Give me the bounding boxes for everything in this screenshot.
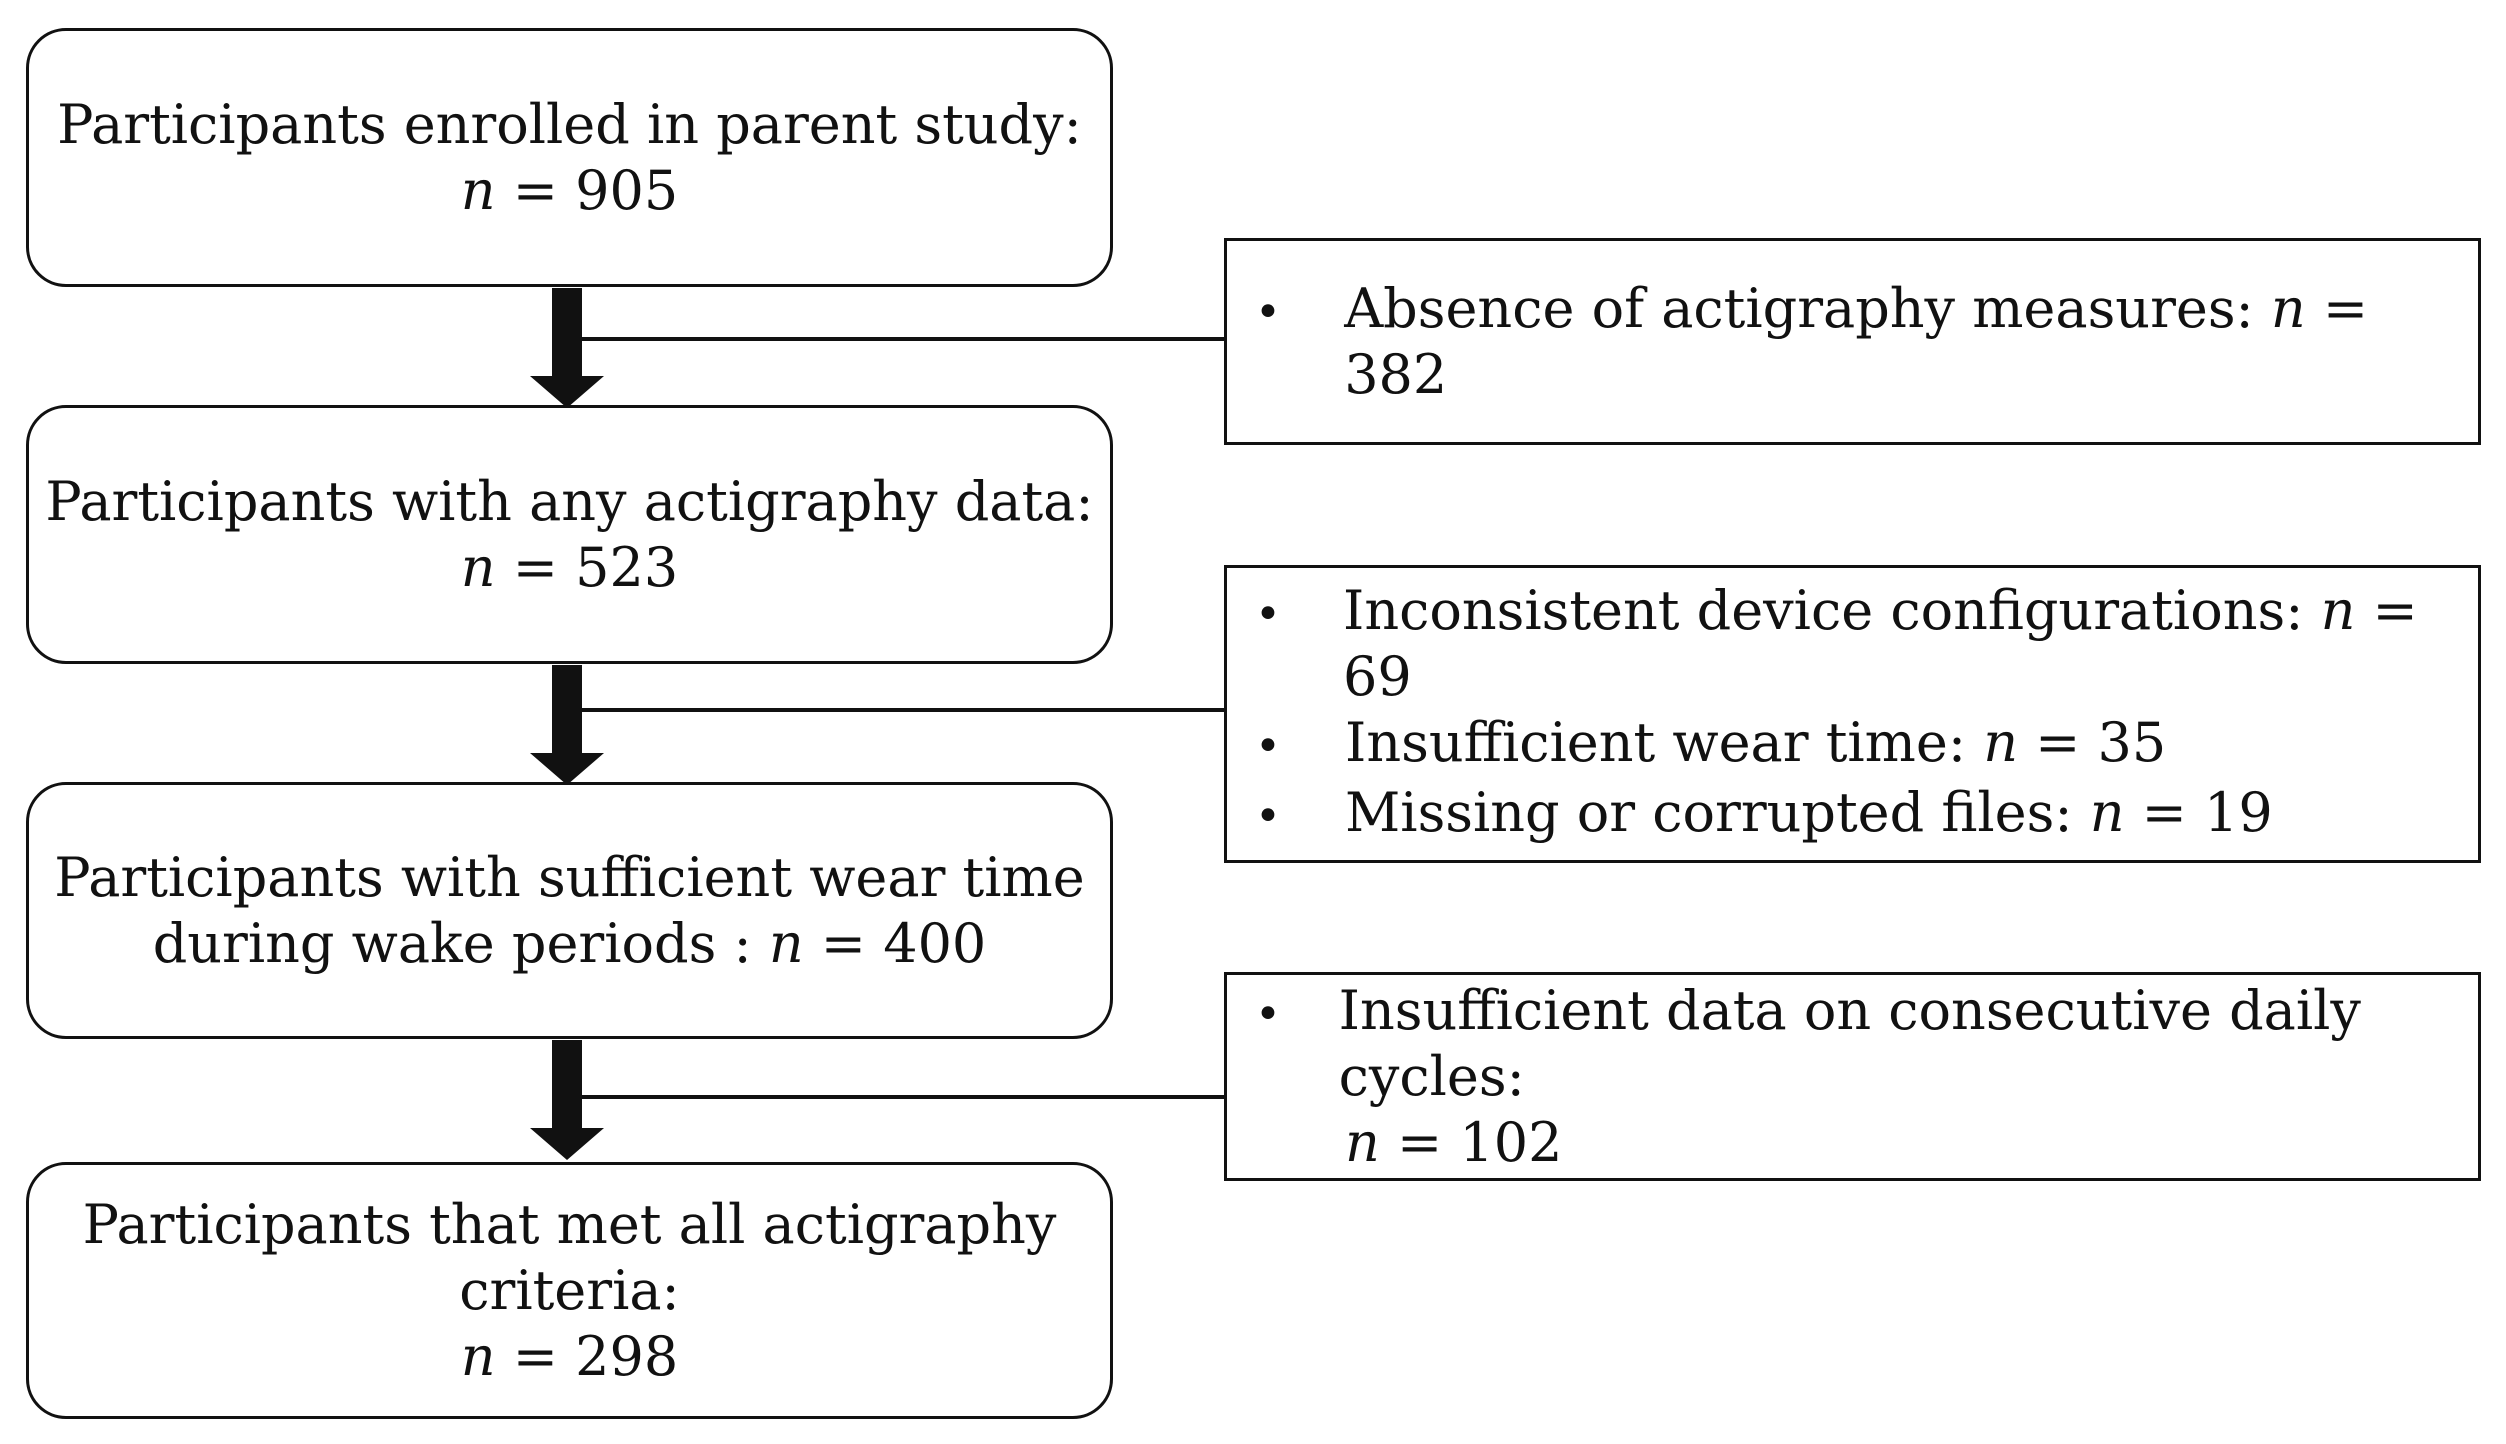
flow-box-line: Participants that met all actigraphy	[82, 1192, 1057, 1256]
arrow-shaft-3	[552, 1040, 582, 1130]
arrow-head-2	[530, 753, 604, 785]
exclusion-item-count: n = 102	[1345, 1110, 1563, 1174]
exclusion-box-2: • Inconsistent device configurations: n …	[1224, 565, 2481, 863]
flow-box-line: Participants with sufficient wear time	[54, 845, 1085, 909]
exclusion-box-1: • Absence of actigraphy measures: n = 38…	[1224, 238, 2481, 445]
flow-box-count: n = 523	[460, 535, 679, 599]
flow-box-count: n = 905	[460, 158, 679, 222]
flow-box-any-actigraphy: Participants with any actigraphy data: n…	[26, 405, 1113, 664]
arrow-shaft-1	[552, 288, 582, 378]
exclusion-item: • Insufficient wear time: n = 35	[1255, 711, 2167, 774]
arrow-shaft-2	[552, 665, 582, 755]
arrow-head-3	[530, 1128, 604, 1160]
exclusion-item: • Absence of actigraphy measures: n = 38…	[1255, 276, 2369, 406]
flow-box-count: n = 298	[460, 1324, 679, 1388]
flow-box-line-count: during wake periods : n = 400	[152, 911, 987, 975]
flow-box-met-criteria: Participants that met all actigraphy cri…	[26, 1162, 1113, 1419]
exclusion-item: • Missing or corrupted files: n = 19	[1255, 781, 2273, 844]
flow-box-line: Participants with any actigraphy data:	[45, 469, 1094, 533]
flow-box-line: Participants enrolled in parent study:	[57, 92, 1082, 156]
arrow-head-1	[530, 376, 604, 408]
flow-box-sufficient-wear: Participants with sufficient wear time d…	[26, 782, 1113, 1039]
exclusion-item: • Inconsistent device configurations: n …	[1255, 579, 2418, 708]
flow-box-line: criteria:	[459, 1258, 680, 1322]
flow-box-enrolled: Participants enrolled in parent study: n…	[26, 28, 1113, 287]
exclusion-item: • Insufficient data on consecutive daily…	[1255, 978, 2361, 1108]
exclusion-box-3: • Insufficient data on consecutive daily…	[1224, 972, 2481, 1181]
